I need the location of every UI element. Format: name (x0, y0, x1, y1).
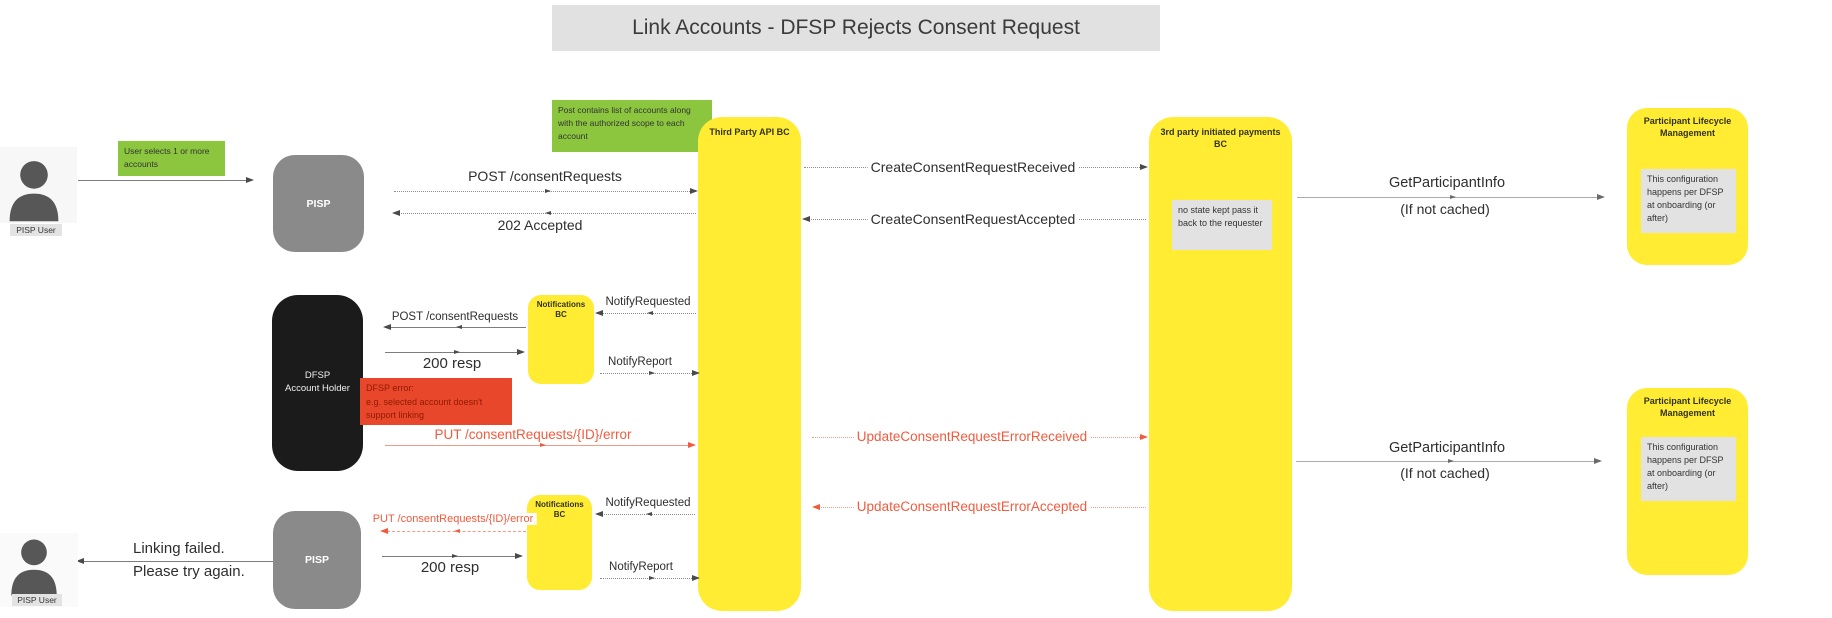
lifeline-payments-bc-label: 3rd party initiated payments BC (1160, 127, 1281, 149)
pisp-user-top-label: PISP User (10, 224, 62, 236)
note-dfsp-error-line2: e.g. selected account doesn't support li… (366, 396, 483, 421)
actor-pisp-bottom: PISP (273, 511, 361, 609)
note-user-selects: User selects 1 or more accounts (118, 141, 225, 176)
arrow-post-consent-requests-top (394, 188, 698, 194)
arrow-get-participant-info-top (1297, 194, 1605, 200)
arrow-notify-requested-bottom (595, 511, 695, 517)
msg-put-error-top: PUT /consentRequests/{ID}/error (431, 427, 635, 442)
arrow-notify-requested-top (595, 310, 696, 316)
note-config-bottom: This configuration happens per DFSP at o… (1641, 437, 1736, 501)
msg-get-participant-info-bottom: GetParticipantInfo (1385, 440, 1509, 456)
msg-linking-failed-line2: Please try again. (133, 563, 245, 580)
arrow-get-participant-info-bottom (1296, 458, 1602, 464)
msg-get-participant-info-top: GetParticipantInfo (1385, 175, 1509, 191)
msg-create-consent-request-received: CreateConsentRequestReceived (867, 159, 1079, 175)
arrow-put-error-top (385, 442, 696, 448)
lifeline-plm-bottom-label: Participant Lifecycle Management (1643, 396, 1732, 418)
actor-dfsp-account-holder: DFSP Account Holder (272, 295, 363, 471)
msg-200-resp-top: 200 resp (419, 355, 485, 372)
msg-notify-report-top: NotifyReport (605, 356, 675, 368)
lifeline-plm-top-label: Participant Lifecycle Management (1643, 116, 1732, 138)
msg-update-error-received: UpdateConsentRequestErrorReceived (853, 429, 1091, 444)
note-config-top: This configuration happens per DFSP at o… (1641, 169, 1736, 233)
note-no-state: no state kept pass it back to the reques… (1172, 200, 1272, 250)
lifeline-notifications-bc-bottom: Notifications BC (527, 495, 592, 590)
arrow-notify-report-bottom (600, 575, 700, 581)
lifeline-notifications-bc-top: Notifications BC (528, 295, 594, 384)
arrow-post-consent-requests-dfsp (383, 324, 526, 330)
msg-notify-requested-top: NotifyRequested (602, 296, 694, 308)
msg-notify-requested-bottom: NotifyRequested (602, 497, 694, 509)
msg-post-consent-requests-top: POST /consentRequests (465, 168, 625, 184)
lifeline-payments-bc: 3rd party initiated payments BC (1149, 117, 1292, 611)
diagram-title: Link Accounts - DFSP Rejects Consent Req… (552, 5, 1160, 51)
msg-post-consent-requests-dfsp: POST /consentRequests (388, 311, 522, 323)
msg-update-error-accepted: UpdateConsentRequestErrorAccepted (853, 499, 1091, 514)
note-post-contains: Post contains list of accounts along wit… (552, 100, 712, 152)
actor-pisp-bottom-label: PISP (305, 554, 329, 566)
pisp-user-bottom-label: PISP User (12, 594, 62, 606)
arrow-202-accepted (392, 210, 696, 216)
msg-linking-failed-line1: Linking failed. (133, 540, 225, 557)
actor-pisp-top-label: PISP (306, 197, 331, 210)
msg-notify-report-bottom: NotifyReport (606, 561, 676, 573)
msg-202-accepted: 202 Accepted (494, 217, 586, 233)
actor-dfsp-label-line2: Account Holder (285, 383, 350, 394)
arrow-user-selects (78, 177, 254, 183)
arrow-200-resp-bottom (382, 553, 523, 559)
person-icon (9, 161, 59, 222)
lifeline-third-party-api-bc: Third Party API BC (698, 117, 801, 611)
msg-if-not-cached-top: (If not cached) (1397, 201, 1493, 217)
person-icon (11, 539, 57, 596)
msg-put-error-bottom: PUT /consentRequests/{ID}/error (369, 513, 537, 525)
note-dfsp-error: DFSP error: e.g. selected account doesn'… (360, 378, 512, 425)
msg-create-consent-request-accepted: CreateConsentRequestAccepted (867, 211, 1079, 227)
arrow-linking-failed (76, 558, 273, 564)
lifeline-notifications-bc-top-label: Notifications BC (536, 300, 586, 320)
msg-if-not-cached-bottom: (If not cached) (1397, 465, 1493, 481)
msg-200-resp-bottom: 200 resp (417, 559, 483, 576)
arrow-200-resp-top (385, 349, 525, 355)
lifeline-notifications-bc-bottom-label: Notifications BC (535, 500, 584, 520)
note-dfsp-error-line1: DFSP error: (366, 383, 414, 393)
arrow-put-error-bottom (380, 528, 526, 534)
lifeline-third-party-api-bc-label: Third Party API BC (709, 127, 790, 137)
actor-pisp-top: PISP (273, 155, 364, 252)
actor-dfsp-label-line1: DFSP (304, 370, 331, 382)
arrow-notify-report-top (600, 370, 700, 376)
